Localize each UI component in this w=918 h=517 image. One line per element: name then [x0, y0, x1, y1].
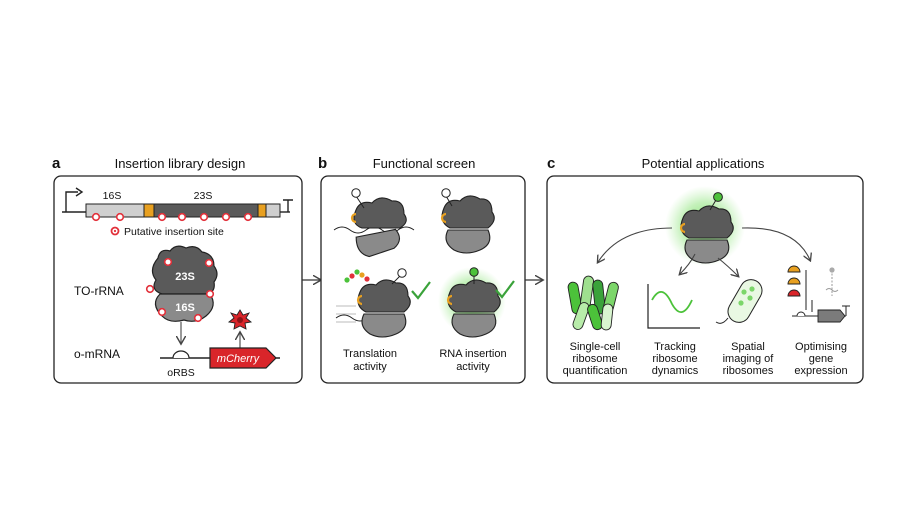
insertion-site-legend: Putative insertion site [124, 226, 224, 238]
single-cell-icon [567, 275, 619, 331]
ribosome-inactive-right [440, 188, 495, 254]
mcherry-protein-icon [227, 309, 253, 330]
promoter-icon [65, 191, 78, 212]
caption-insertion-line1: RNA insertion [439, 348, 506, 360]
app2-line2: ribosome [652, 353, 697, 365]
app3-line2: imaging of [723, 353, 775, 365]
app4-line3: expression [794, 365, 847, 377]
mcherry-label: mCherry [217, 353, 261, 365]
panel-c-letter: c [547, 155, 555, 172]
app3-line3: ribosomes [723, 365, 774, 377]
ribosome-insertion-active [438, 267, 506, 338]
ribosome-23s-label: 23S [175, 271, 195, 283]
o-mrna-label: o-mRNA [74, 347, 120, 361]
panel-c-title: Potential applications [642, 156, 765, 171]
app2-line3: dynamics [652, 365, 699, 377]
check-icon-translation [411, 281, 431, 300]
gene-16s-label: 16S [103, 190, 122, 202]
check-icon-insertion [495, 280, 515, 299]
panel-a-letter: a [52, 155, 61, 172]
panel-b-title: Functional screen [373, 156, 476, 171]
app1-line1: Single-cell [570, 341, 621, 353]
app-captions: Single-cell ribosome quantification Trac… [563, 341, 848, 377]
panel-c-frame [546, 175, 864, 384]
gene-expression-icon [787, 265, 850, 323]
app2-line1: Tracking [654, 341, 696, 353]
app1-line2: ribosome [572, 353, 617, 365]
to-rrna-label: TO-rRNA [74, 284, 124, 298]
panel-b: b Functional screen [318, 155, 526, 384]
caption-insertion-line2: activity [456, 361, 490, 373]
ribosome-inactive-left [333, 188, 415, 258]
ribosome-16s-label: 16S [175, 302, 195, 314]
orbs-icon [172, 350, 190, 359]
ribosome-tagged-center [665, 186, 745, 266]
ribosome-translating [335, 268, 411, 338]
panel-a: a Insertion library design 16S 23S [52, 155, 303, 384]
caption-translation-line2: activity [353, 361, 387, 373]
mcherry-gene [209, 347, 277, 369]
app4-line2: gene [809, 353, 833, 365]
caption-translation-line1: Translation [343, 348, 397, 360]
spatial-imaging-icon [715, 279, 763, 324]
gene-23s-label: 23S [194, 190, 213, 202]
ribosome-icon [145, 245, 218, 323]
app4-line1: Optimising [795, 341, 847, 353]
insertion-sites-bar [91, 212, 253, 222]
panel-b-letter: b [318, 155, 327, 172]
terminator-icon [283, 199, 293, 212]
dynamics-plot-icon [647, 284, 700, 329]
app3-line1: Spatial [731, 341, 765, 353]
orbs-label: oRBS [167, 367, 194, 379]
app1-line3: quantification [563, 365, 628, 377]
panel-a-title: Insertion library design [115, 156, 246, 171]
panel-c: c Potential applications [546, 155, 864, 384]
